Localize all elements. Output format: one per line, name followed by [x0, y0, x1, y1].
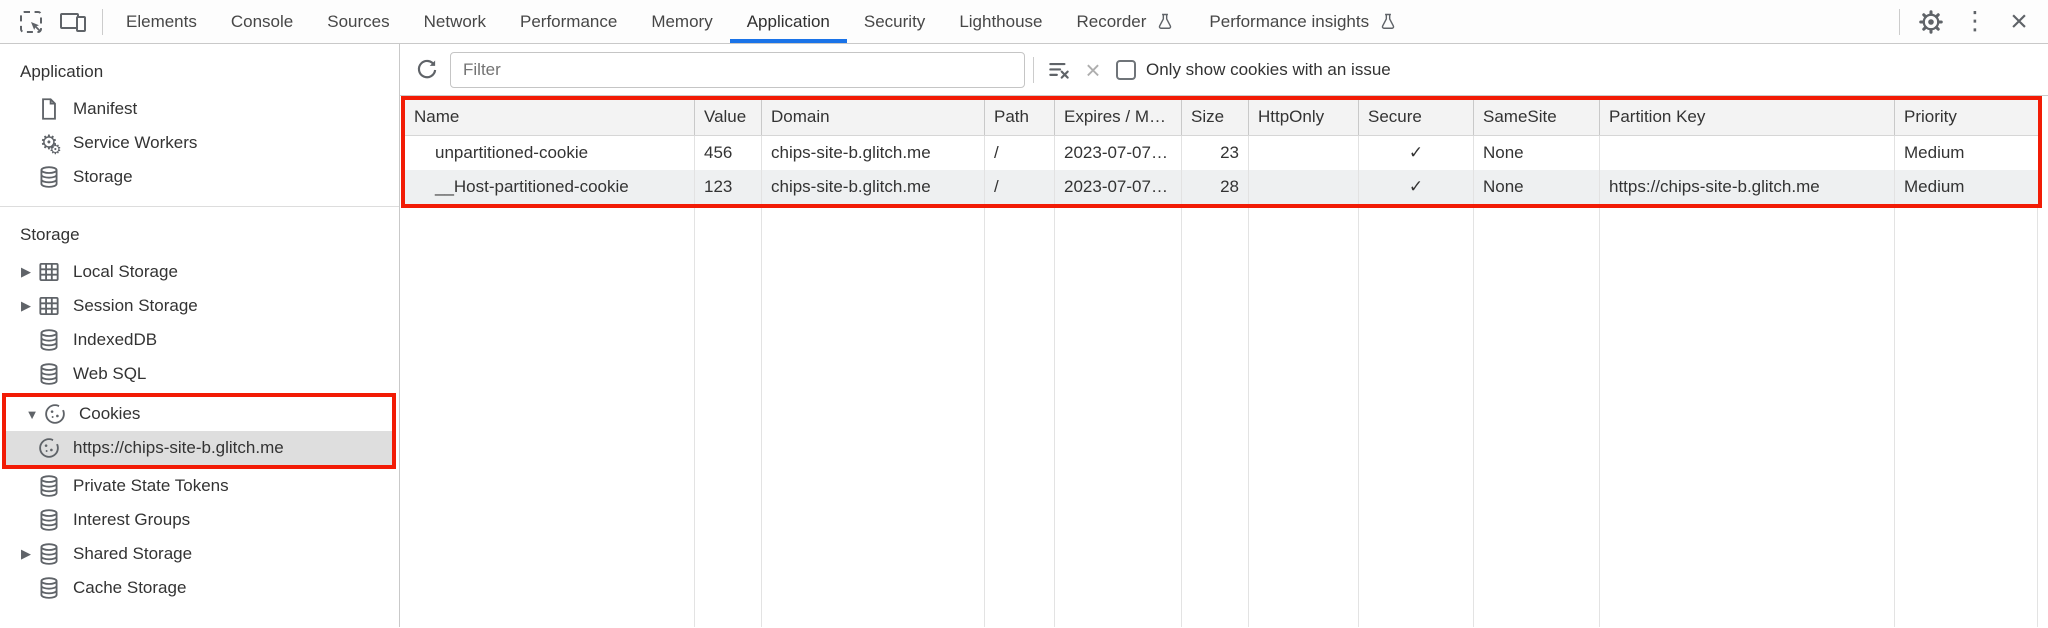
- sidebar-item-interest-groups[interactable]: Interest Groups: [0, 503, 399, 537]
- collapse-arrow-icon[interactable]: ▼: [25, 406, 39, 422]
- sidebar-item-local-storage[interactable]: ▶ Local Storage: [0, 255, 399, 289]
- sidebar-item-cookie-origin[interactable]: https://chips-site-b.glitch.me: [6, 431, 392, 465]
- database-icon: [36, 541, 62, 567]
- refresh-button[interactable]: [410, 53, 444, 87]
- column-header-httponly[interactable]: HttpOnly: [1249, 100, 1359, 135]
- expand-arrow-icon[interactable]: ▶: [21, 546, 31, 561]
- device-toolbar-button[interactable]: [54, 4, 92, 40]
- column-header-samesite[interactable]: SameSite: [1474, 100, 1600, 135]
- service-workers-icon: ⚙⚙: [40, 132, 62, 157]
- refresh-icon: [417, 59, 437, 78]
- cookie-icon: [42, 401, 68, 427]
- column-header-path[interactable]: Path: [985, 100, 1055, 135]
- database-icon: [36, 507, 62, 533]
- secure-checkmark: ✓: [1359, 136, 1474, 170]
- column-header-partition-key[interactable]: Partition Key: [1600, 100, 1895, 135]
- close-devtools-button[interactable]: ×: [2000, 4, 2038, 40]
- sidebar-item-web-sql[interactable]: Web SQL: [0, 357, 399, 391]
- column-header-priority[interactable]: Priority: [1904, 107, 1957, 126]
- settings-button[interactable]: [1912, 4, 1950, 40]
- column-header-secure[interactable]: Secure: [1359, 100, 1474, 135]
- flask-icon: [1381, 13, 1395, 29]
- more-options-button[interactable]: ⋮: [1956, 4, 1994, 40]
- document-icon: [36, 96, 62, 122]
- column-header-domain[interactable]: Domain: [762, 100, 985, 135]
- expand-arrow-icon[interactable]: ▶: [21, 298, 31, 313]
- database-icon: [36, 327, 62, 353]
- clear-all-icon: [1049, 62, 1069, 79]
- table-icon: [36, 293, 62, 319]
- flask-icon: [1159, 13, 1172, 29]
- secure-checkmark: ✓: [1359, 170, 1474, 204]
- sidebar-item-service-workers[interactable]: ⚙⚙ Service Workers: [0, 126, 399, 160]
- inspect-icon: [20, 10, 42, 33]
- divider: [1899, 8, 1900, 35]
- cookies-annotation-box: ▼ Cookies https://chips-site-b.glitch.me: [2, 393, 396, 469]
- tab-elements[interactable]: Elements: [126, 11, 197, 31]
- column-header-size[interactable]: Size: [1182, 100, 1249, 135]
- issue-filter-label[interactable]: Only show cookies with an issue: [1146, 59, 1391, 79]
- sidebar-section-storage: Storage: [20, 225, 80, 244]
- cookie-table-annotation-box: Name Value Domain Path Expires / M… Size…: [401, 96, 2042, 208]
- delete-selected-button[interactable]: ×: [1076, 53, 1110, 87]
- sidebar-section-application: Application: [20, 62, 104, 81]
- empty-table-area: [405, 208, 2038, 627]
- inspect-element-button[interactable]: [12, 4, 50, 40]
- sidebar-item-storage-top[interactable]: Storage: [0, 160, 399, 194]
- kebab-menu-icon: ⋮: [1962, 7, 1988, 35]
- cookie-icon: [36, 435, 62, 461]
- cookies-panel: × Only show cookies with an issue Name V…: [400, 44, 2048, 627]
- sidebar-item-indexeddb[interactable]: IndexedDB: [0, 323, 399, 357]
- cookie-table-header: Name Value Domain Path Expires / M… Size…: [405, 100, 2038, 136]
- sidebar-item-cache-storage[interactable]: Cache Storage: [0, 571, 399, 605]
- device-toolbar-icon: [60, 11, 86, 33]
- column-header-value[interactable]: Value: [695, 100, 762, 135]
- delete-x-icon: ×: [1085, 54, 1101, 85]
- divider: [1033, 56, 1034, 83]
- tab-network[interactable]: Network: [423, 11, 486, 31]
- sidebar-item-shared-storage[interactable]: ▶ Shared Storage: [0, 537, 399, 571]
- devtools-tabbar: Elements Console Sources Network Perform…: [0, 0, 2048, 44]
- close-icon: ×: [2010, 4, 2028, 38]
- column-header-name[interactable]: Name: [405, 100, 695, 135]
- tab-recorder[interactable]: Recorder: [1060, 0, 1193, 43]
- database-icon: [36, 361, 62, 387]
- tab-application[interactable]: Application: [730, 0, 847, 43]
- sidebar-item-cookies[interactable]: ▼ Cookies: [6, 397, 392, 431]
- database-icon: [36, 164, 62, 190]
- tab-performance-insights[interactable]: Performance insights: [1192, 0, 1415, 43]
- filter-input[interactable]: [450, 51, 1025, 88]
- expand-arrow-icon[interactable]: ▶: [21, 264, 31, 279]
- tab-sources[interactable]: Sources: [327, 11, 390, 31]
- application-sidebar: Application Manifest ⚙⚙ Service Workers: [0, 44, 400, 627]
- database-icon: [36, 473, 62, 499]
- cookie-row-host-partitioned[interactable]: __Host-partitioned-cookie 123 chips-site…: [405, 170, 2038, 204]
- table-icon: [36, 259, 62, 285]
- sidebar-item-manifest[interactable]: Manifest: [0, 92, 399, 126]
- divider: [102, 8, 103, 35]
- panel-tabs: Elements Console Sources Network Perform…: [109, 0, 1415, 43]
- issue-filter-checkbox[interactable]: [1116, 59, 1136, 80]
- cookie-row-unpartitioned[interactable]: unpartitioned-cookie 456 chips-site-b.gl…: [405, 136, 2038, 170]
- tab-console[interactable]: Console: [230, 11, 294, 31]
- database-icon: [36, 575, 62, 601]
- column-header-expires[interactable]: Expires / M…: [1055, 100, 1182, 135]
- tab-performance[interactable]: Performance: [519, 11, 618, 31]
- gear-icon: [1919, 9, 1943, 34]
- sidebar-item-session-storage[interactable]: ▶ Session Storage: [0, 289, 399, 323]
- clear-all-cookies-button[interactable]: [1042, 53, 1076, 87]
- tab-memory[interactable]: Memory: [651, 11, 713, 31]
- tab-lighthouse[interactable]: Lighthouse: [959, 11, 1043, 31]
- sidebar-item-private-state-tokens[interactable]: Private State Tokens: [0, 469, 399, 503]
- tab-security[interactable]: Security: [863, 11, 926, 31]
- cookies-toolbar: × Only show cookies with an issue: [400, 44, 2048, 96]
